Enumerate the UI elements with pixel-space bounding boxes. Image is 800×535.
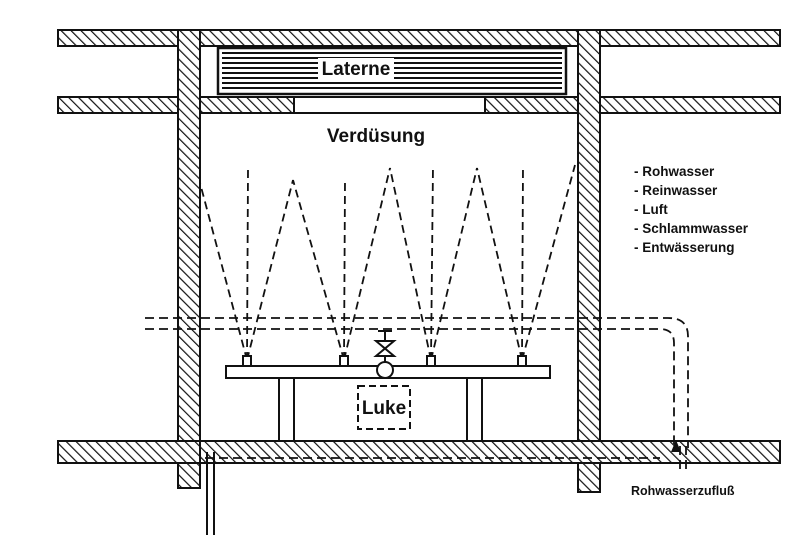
legend-item: - Schlammwasser	[634, 221, 749, 236]
legend-item: - Reinwasser	[634, 183, 718, 198]
right-wall	[577, 29, 601, 493]
label-verduesung: Verdüsung	[327, 126, 425, 147]
legend-item: - Luft	[634, 202, 668, 217]
nozzle	[517, 355, 527, 367]
support-left	[278, 377, 295, 442]
nozzle	[242, 355, 252, 367]
left-wall	[177, 29, 201, 489]
raw-water-pipe	[145, 317, 689, 470]
valve-ball	[376, 361, 394, 379]
inflow-arrow	[671, 440, 681, 452]
label-laterne: Laterne	[322, 59, 391, 80]
floor-slab-right	[199, 440, 781, 464]
support-right	[466, 377, 483, 442]
spray-cones	[199, 164, 576, 361]
upper-slab-right	[484, 96, 781, 114]
roof-slab	[57, 29, 781, 47]
upper-slab-left	[57, 96, 295, 114]
legend-item: - Entwässerung	[634, 240, 735, 255]
floor-slab-left	[57, 440, 201, 464]
legend-item: - Rohwasser	[634, 164, 715, 179]
valve-icon	[373, 340, 397, 357]
luke-frame	[357, 385, 411, 430]
luke: Luke	[357, 385, 411, 430]
lantern: Laterne	[216, 46, 568, 96]
lantern-opening	[293, 96, 486, 114]
drain-pipe	[206, 452, 215, 535]
legend: - Rohwasser - Reinwasser - Luft - Schlam…	[634, 164, 749, 255]
label-rohwasserzufluss: Rohwasserzufluß	[631, 484, 735, 498]
label-luke: Luke	[362, 398, 406, 419]
nozzle	[426, 355, 436, 367]
nozzle	[339, 355, 349, 367]
manifold	[225, 330, 551, 442]
